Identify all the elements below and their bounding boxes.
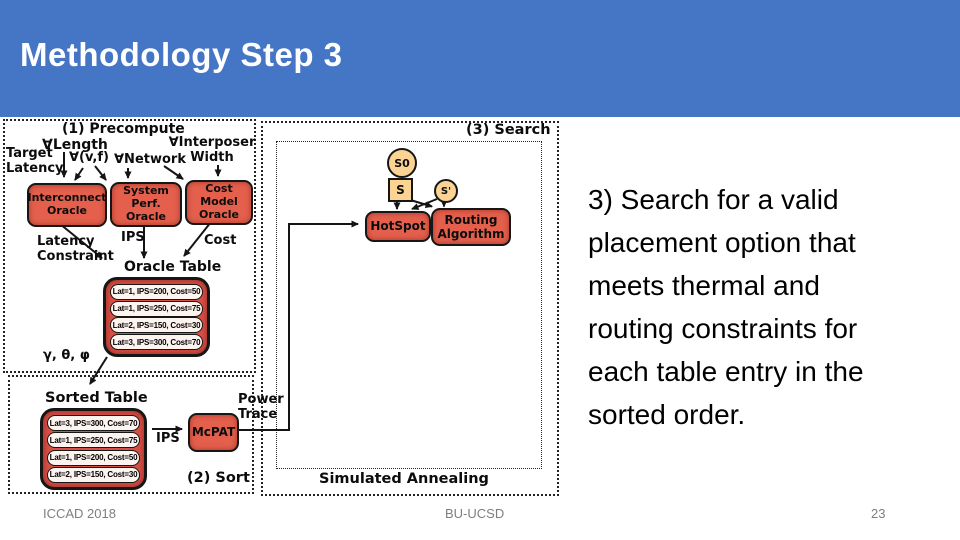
table-row: Lat=3, IPS=300, Cost=70 <box>110 334 203 351</box>
precompute-section-label: (1) Precompute <box>62 121 185 137</box>
target-latency-label: Target Latency <box>6 146 64 176</box>
system-perf-oracle-node: System Perf. Oracle <box>110 182 182 227</box>
interconnect-oracle-node: Interconnect Oracle <box>27 183 107 227</box>
sorted-table-label: Sorted Table <box>45 390 148 406</box>
power-trace-label: Power Trace <box>238 392 284 422</box>
table-row: Lat=1, IPS=200, Cost=50 <box>47 449 140 466</box>
ips-output-label: IPS <box>121 230 145 245</box>
simulated-annealing-label: Simulated Annealing <box>319 471 489 487</box>
cost-model-oracle-node: Cost Model Oracle <box>185 180 253 225</box>
slide-title: Methodology Step 3 <box>20 36 343 73</box>
footer-page-number: 23 <box>871 506 886 521</box>
latency-constraint-label: Latency Constraint <box>37 234 114 264</box>
table-row: Lat=1, IPS=250, Cost=75 <box>47 432 140 449</box>
mcpat-node: McPAT <box>188 413 239 452</box>
simulated-annealing-frame <box>276 141 542 469</box>
table-row: Lat=3, IPS=300, Cost=70 <box>47 415 140 432</box>
title-banner <box>0 0 960 117</box>
interposer-width-label: ∀Interposer Width <box>168 135 256 165</box>
search-section-label: (3) Search <box>466 122 551 138</box>
sorted-table: Lat=3, IPS=300, Cost=70 Lat=1, IPS=250, … <box>40 408 147 490</box>
oracle-table: Lat=1, IPS=200, Cost=50 Lat=1, IPS=250, … <box>103 277 210 357</box>
hotspot-node: HotSpot <box>365 211 431 242</box>
state-s-prime-node: S' <box>434 179 458 203</box>
table-row: Lat=1, IPS=200, Cost=50 <box>110 283 203 300</box>
footer-affiliation: BU-UCSD <box>445 506 505 521</box>
table-row: Lat=2, IPS=150, Cost=30 <box>110 317 203 334</box>
state-s0-node: S0 <box>387 148 417 178</box>
vf-input-label: ∀(v,f) <box>69 150 109 165</box>
cost-output-label: Cost <box>204 233 237 248</box>
angles-label: γ, θ, φ <box>43 348 90 363</box>
state-s-node: S <box>388 178 413 202</box>
sort-section-frame <box>8 375 254 494</box>
sort-section-label: (2) Sort <box>187 470 250 486</box>
precompute-section-frame <box>3 119 256 373</box>
network-input-label: ∀Network <box>114 152 186 167</box>
ips-arrow-label: IPS <box>156 431 180 446</box>
oracle-table-label: Oracle Table <box>124 259 222 275</box>
slide-body-text: 3) Search for a valid placement option t… <box>588 184 864 430</box>
table-row: Lat=2, IPS=150, Cost=30 <box>47 466 140 483</box>
length-input-label: ∀Length <box>42 137 108 153</box>
footer-conference: ICCAD 2018 <box>43 506 116 521</box>
search-section-frame <box>261 121 559 496</box>
routing-algorithm-node: Routing Algorithm <box>431 208 511 246</box>
table-row: Lat=1, IPS=250, Cost=75 <box>110 300 203 317</box>
